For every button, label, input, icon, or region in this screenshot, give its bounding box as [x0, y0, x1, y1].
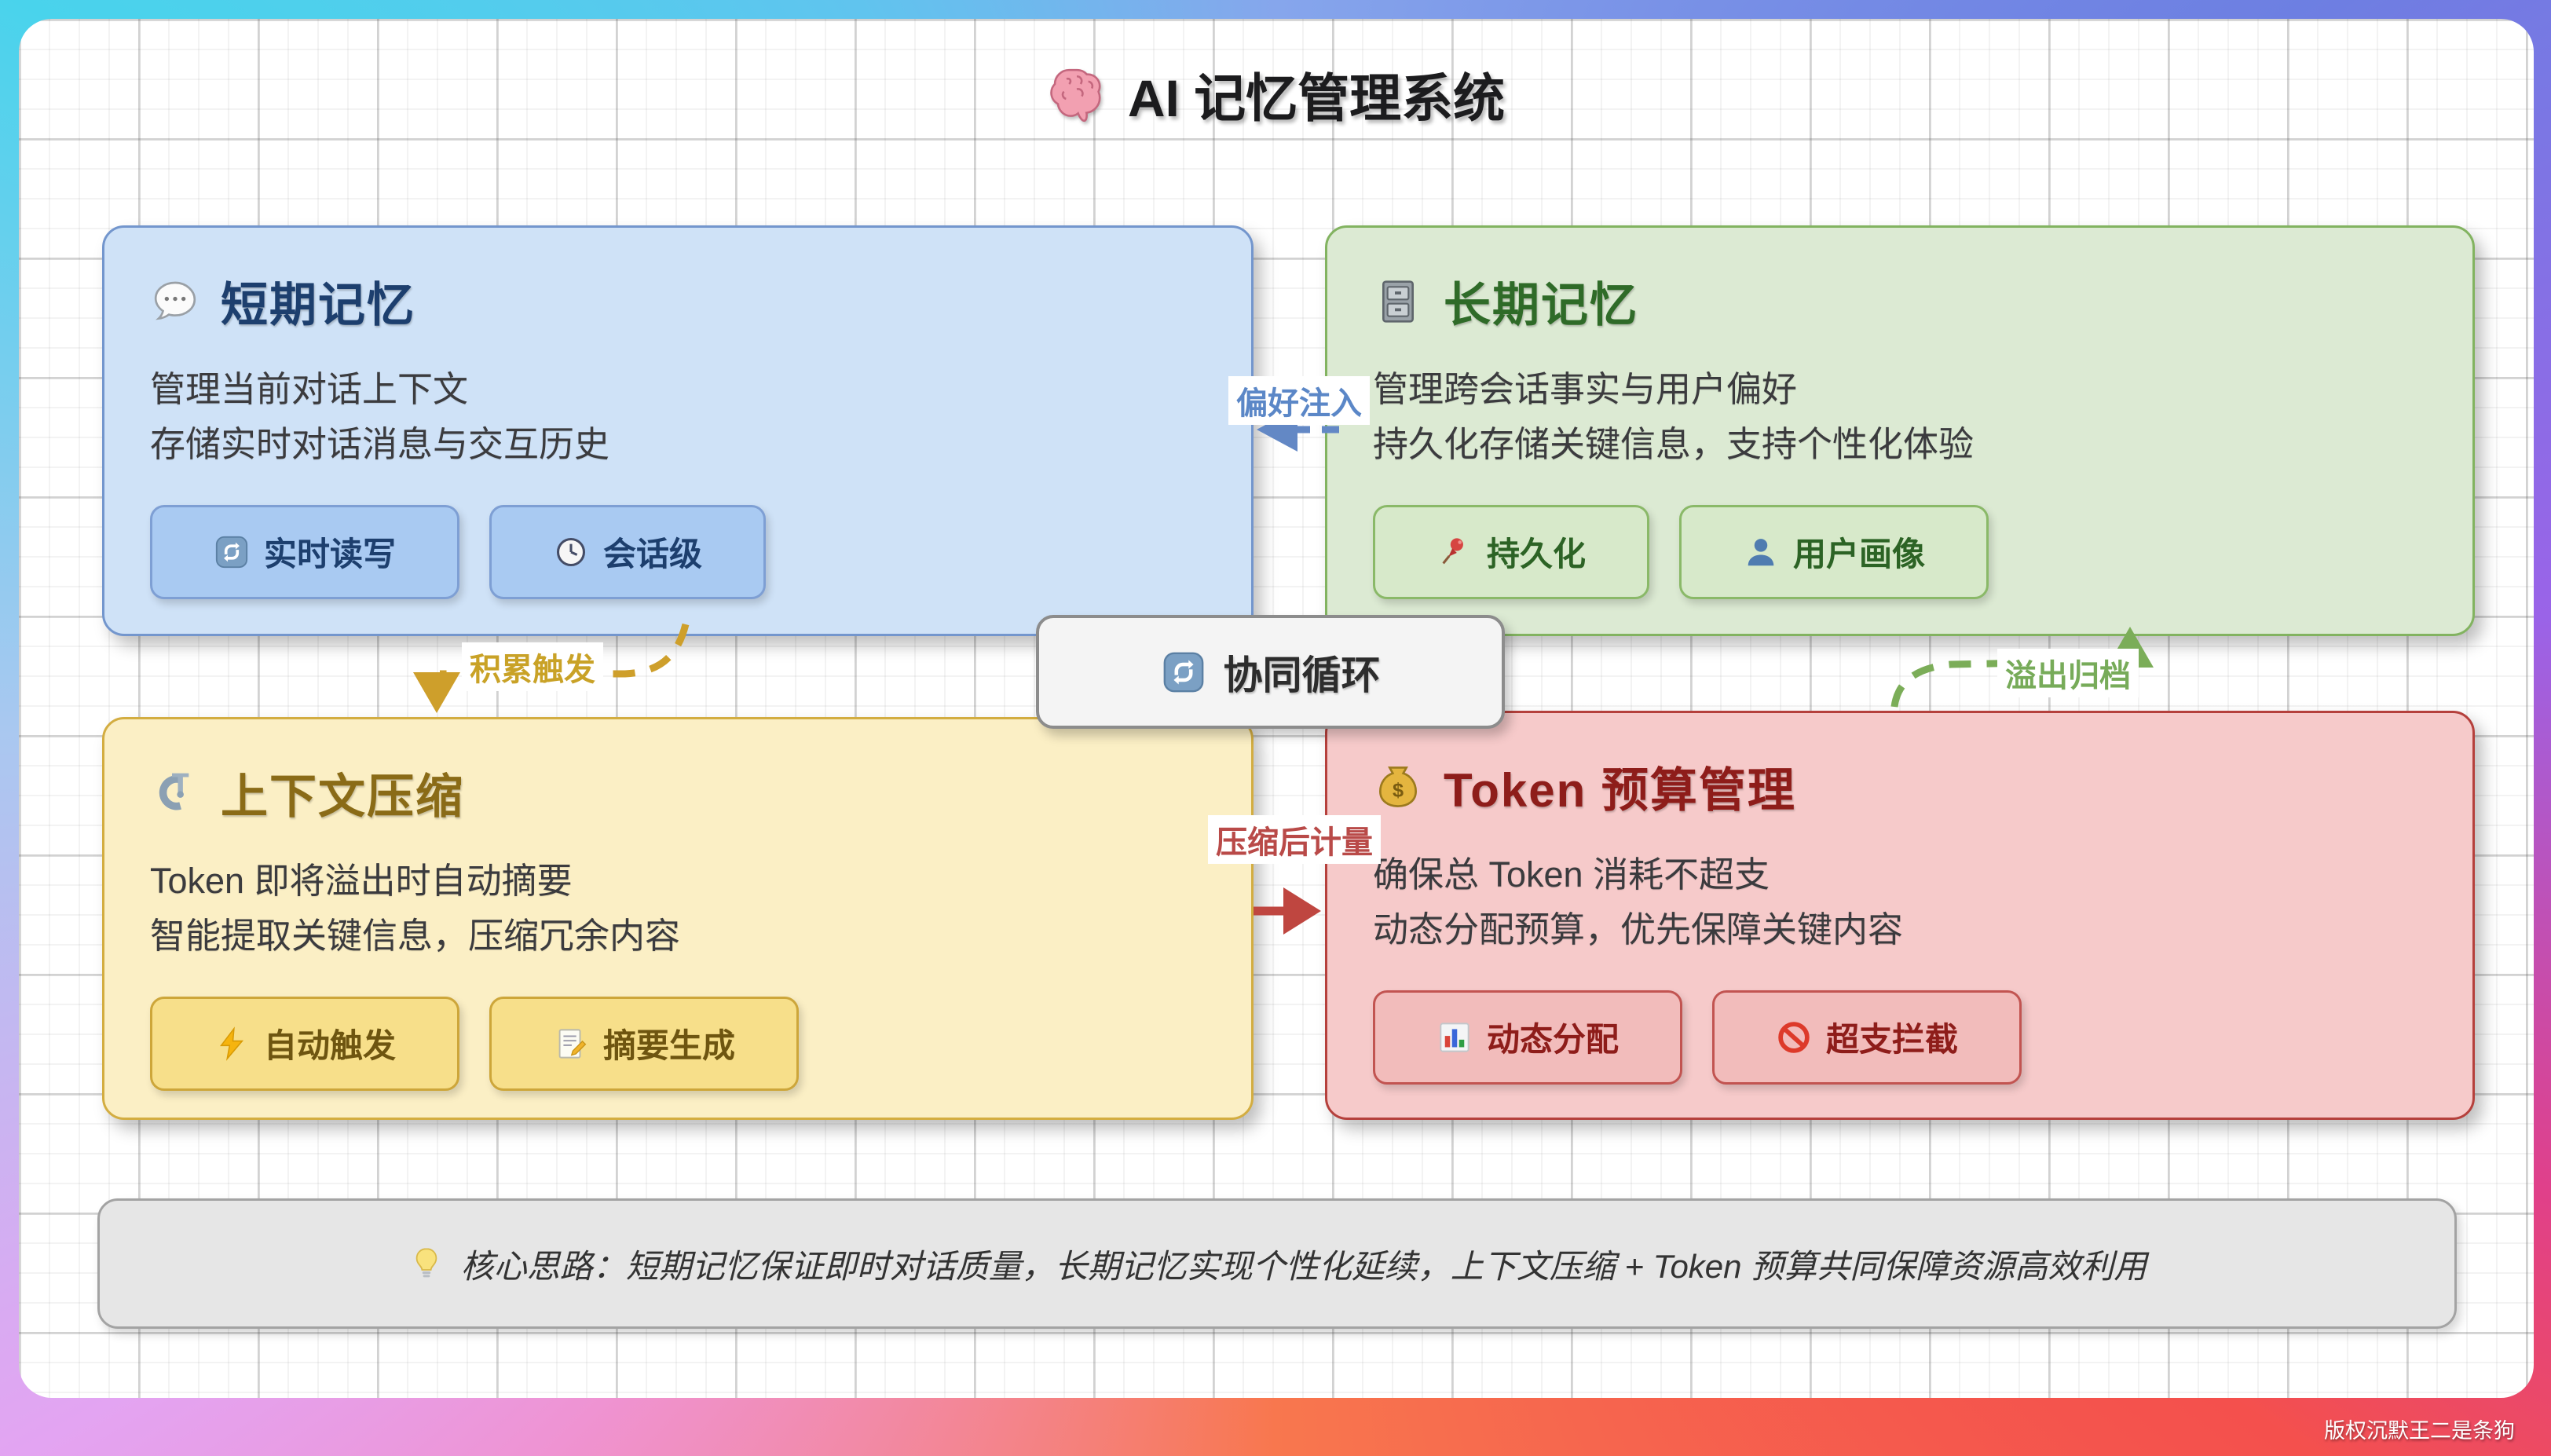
tag-row: 实时读写 会话级: [150, 504, 1206, 599]
lightning-icon: [220, 1026, 244, 1061]
tag-summary-generation: 摘要生成: [489, 996, 800, 1091]
clamp-icon: [159, 773, 189, 810]
memo-icon: [558, 1028, 587, 1059]
tag-overspend-block: 超支拦截: [1712, 990, 2022, 1085]
tag-row: 动态分配 超支拦截: [1373, 990, 2427, 1085]
page-title: AI 记忆管理系统: [0, 57, 2551, 132]
arrows-cycle-icon: [215, 536, 248, 568]
tag-dynamic-allocation: 动态分配: [1373, 990, 1683, 1085]
file-cabinet-icon: [1382, 280, 1414, 323]
tag-label: 持久化: [1487, 536, 1587, 573]
card-desc-line: 智能提取关键信息，压缩冗余内容: [150, 915, 681, 956]
card-long-term-memory: 长期记忆 管理跨会话事实与用户偏好 持久化存储关键信息，支持个性化体验 持久化 …: [1325, 225, 2475, 636]
tag-label: 摘要生成: [603, 1027, 736, 1064]
brain-icon: [1050, 68, 1101, 123]
tag-row: 自动触发 摘要生成: [150, 996, 1206, 1091]
tag-persistence: 持久化: [1373, 504, 1650, 599]
card-header: 长期记忆: [1373, 267, 2427, 335]
card-desc-line: 管理当前对话上下文: [150, 369, 469, 409]
card-header: $ Token 预算管理: [1373, 752, 2427, 821]
preference-injection-label: 偏好注入: [1228, 376, 1370, 425]
card-desc-line: 动态分配预算，优先保障关键内容: [1373, 909, 1904, 949]
overflow-archive-label: 溢出归档: [1997, 649, 2139, 697]
tag-label: 用户画像: [1793, 536, 1926, 573]
core-idea-text: 核心思路：短期记忆保证即时对话质量，长期记忆实现个性化延续，上下文压缩 + To…: [460, 1247, 2147, 1285]
tag-label: 实时读写: [264, 536, 397, 573]
collaboration-cycle-label: 协同循环: [1223, 653, 1381, 697]
prohibited-icon: [1778, 1021, 1810, 1053]
card-desc-line: 持久化存储关键信息，支持个性化体验: [1373, 423, 1975, 464]
user-silhouette-icon: [1748, 538, 1774, 565]
tag-auto-trigger: 自动触发: [150, 996, 460, 1091]
tag-user-profile: 用户画像: [1679, 504, 1989, 599]
repeat-icon: [1163, 652, 1203, 692]
tag-label: 动态分配: [1487, 1021, 1620, 1058]
clock-icon: [556, 537, 586, 566]
card-title: 上下文压缩: [221, 770, 464, 823]
speech-balloon-icon: [154, 281, 196, 320]
card-header: 短期记忆: [150, 267, 1206, 335]
core-idea-note: 核心思路：短期记忆保证即时对话质量，长期记忆实现个性化延续，上下文压缩 + To…: [97, 1198, 2457, 1329]
tag-label: 自动触发: [264, 1027, 397, 1064]
card-title: 短期记忆: [221, 279, 415, 331]
watermark-text: 版权沉默王二是条狗: [2324, 1419, 2515, 1443]
card-desc-line: 管理跨会话事实与用户偏好: [1373, 369, 1798, 409]
bar-chart-icon: [1440, 1022, 1469, 1052]
svg-text:$: $: [1393, 779, 1404, 801]
accumulate-trigger-label: 积累触发: [462, 642, 603, 691]
page-title-text: AI 记忆管理系统: [1127, 69, 1506, 127]
tag-row: 持久化 用户画像: [1373, 504, 2427, 599]
collaboration-cycle-badge: 协同循环: [1036, 615, 1505, 729]
card-title: Token 预算管理: [1444, 764, 1796, 817]
bulb-icon: [415, 1248, 437, 1278]
card-desc-line: Token 即将溢出时自动摘要: [150, 861, 573, 901]
pushpin-icon: [1442, 537, 1463, 564]
money-bag-icon: $: [1378, 766, 1418, 807]
tag-label: 会话级: [603, 536, 703, 573]
card-desc-line: 确保总 Token 消耗不超支: [1373, 854, 1770, 894]
tag-session-level: 会话级: [489, 504, 767, 599]
card-desc-line: 存储实时对话消息与交互历史: [150, 423, 610, 464]
card-header: 上下文压缩: [150, 759, 1206, 827]
compressed-metering-label: 压缩后计量: [1208, 815, 1381, 864]
tag-label: 超支拦截: [1826, 1021, 1959, 1058]
card-short-term-memory: 短期记忆 管理当前对话上下文 存储实时对话消息与交互历史 实时读写 会话级: [102, 225, 1254, 636]
tag-realtime-readwrite: 实时读写: [150, 504, 460, 599]
card-token-budget: $ Token 预算管理 确保总 Token 消耗不超支 动态分配预算，优先保障…: [1325, 711, 2475, 1120]
card-context-compression: 上下文压缩 Token 即将溢出时自动摘要 智能提取关键信息，压缩冗余内容 自动…: [102, 717, 1254, 1120]
card-title: 长期记忆: [1444, 279, 1638, 331]
